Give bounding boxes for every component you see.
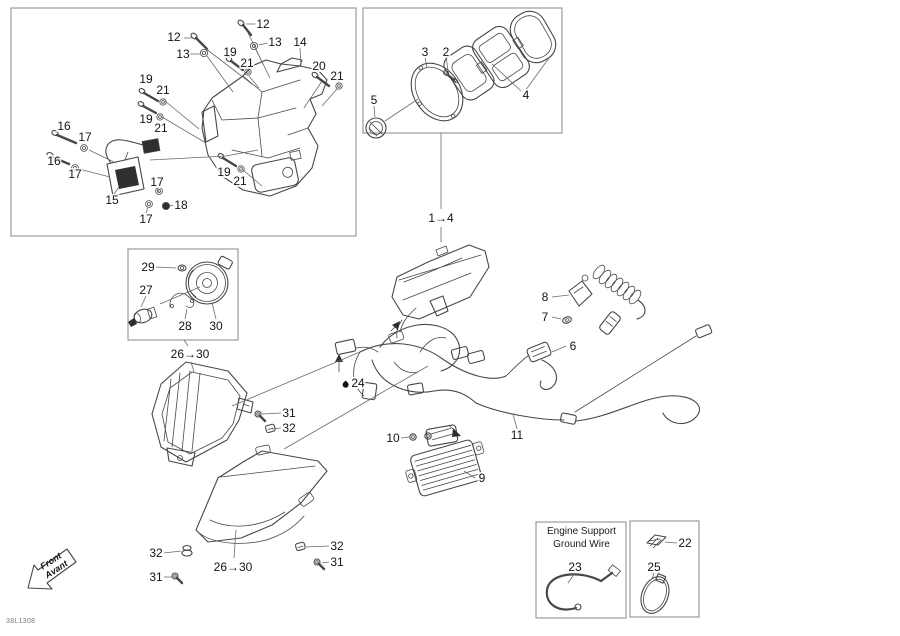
engine-support-label-line1: Engine Support	[547, 526, 616, 537]
gauge-housing-frame	[472, 25, 530, 89]
drawing-code: 38L1308	[6, 618, 36, 625]
steering-bracket-inset-box	[10, 7, 357, 237]
gauge-cluster-assembled	[391, 244, 490, 333]
buzzer	[185, 255, 233, 305]
engine-support-label-line2: Ground Wire	[553, 538, 610, 550]
gauge-gasket-ring	[410, 62, 464, 122]
headlight-housing	[151, 361, 254, 467]
grommet-29-icon	[177, 264, 187, 272]
washer-13-icon	[199, 42, 258, 58]
front-direction-arrow	[27, 548, 77, 590]
cable-tie-25	[640, 565, 670, 614]
dess-tether-cord	[568, 264, 646, 335]
wiring-harness	[334, 319, 713, 447]
headlamp-bulb	[128, 306, 158, 327]
gauge-cap-5	[365, 117, 387, 139]
grease-point-arrow	[335, 354, 343, 373]
steering-support-bracket	[201, 57, 328, 197]
washer-21-icons	[156, 68, 343, 173]
leader-lines	[78, 23, 678, 584]
lamp-parts-inset-box	[127, 248, 239, 341]
headlight-lens	[195, 444, 328, 544]
nut-18-icon	[161, 201, 170, 210]
bolt-16-icons	[46, 130, 78, 166]
washer-7-icon	[562, 316, 572, 324]
clip-22-icon	[646, 534, 667, 549]
bolt-20-icon	[311, 71, 331, 88]
grommet-32-icons	[181, 423, 306, 557]
voltage-regulator	[405, 439, 485, 497]
connector-6	[526, 341, 558, 390]
gauge-seal-ring	[509, 10, 557, 64]
gauge-plug-arrow	[390, 321, 400, 332]
fastener-inset-box	[629, 520, 700, 618]
regulator-plug-arrow	[449, 425, 461, 437]
gauge-cluster-inset-box	[362, 7, 563, 134]
screw-31-icons	[171, 410, 326, 585]
gauge-body	[443, 45, 495, 101]
brake-switch-assembly	[105, 138, 161, 197]
bolt-12b-icon	[237, 19, 253, 37]
bolt-12-icon	[190, 32, 209, 51]
engine-ground-wire-inset-box	[535, 521, 627, 619]
nut-10-icons	[409, 432, 432, 441]
engine-support-ground-wire-label: Engine Support Ground Wire	[537, 526, 626, 551]
engine-ground-wire	[545, 564, 621, 611]
